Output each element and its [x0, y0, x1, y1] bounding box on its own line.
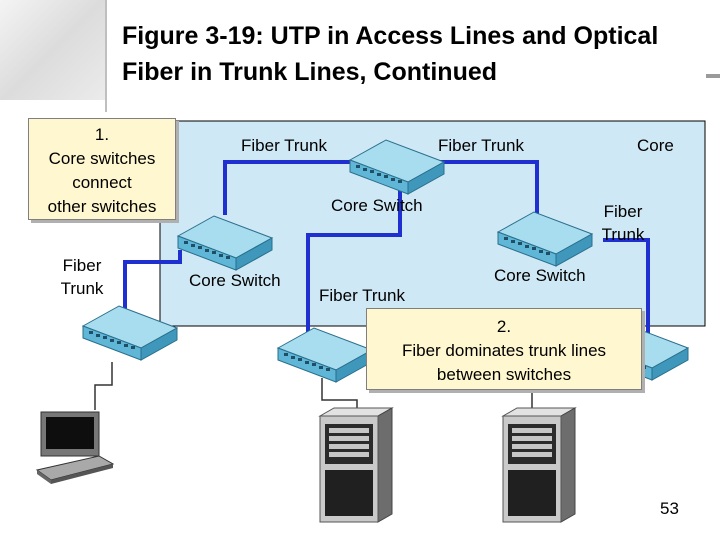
title-decoration [0, 0, 105, 100]
page-number: 53 [660, 499, 679, 518]
laptop-icon [36, 411, 114, 485]
utp-link [321, 378, 358, 412]
utp-link [94, 362, 113, 410]
fiber-link [306, 180, 402, 348]
switch-icon [277, 327, 373, 383]
fiber-link [123, 250, 182, 330]
server-icon [319, 407, 393, 523]
fiber-trunk-label: Fiber Trunk [60, 256, 104, 298]
server-icon [502, 407, 576, 523]
core-switch-label: Core Switch [189, 271, 281, 290]
fiber-link [603, 238, 650, 335]
fiber-trunk-label: Fiber Trunk [438, 136, 524, 155]
fiber-link [223, 160, 378, 215]
fiber-link [415, 160, 539, 222]
fiber-trunk-label: Fiber Trunk [319, 286, 405, 305]
callout-core-switches: 1. Core switches connect other switches [28, 118, 176, 220]
core-switch-label: Core Switch [331, 196, 423, 215]
fiber-trunk-label: Fiber Trunk [601, 202, 645, 244]
callout-fiber-trunks: 2. Fiber dominates trunk lines between s… [366, 308, 642, 390]
core-label: Core [637, 136, 674, 155]
edge-mark [706, 74, 720, 78]
core-switch-label: Core Switch [494, 266, 586, 285]
title-rule [105, 0, 107, 112]
fiber-trunk-label: Fiber Trunk [241, 136, 327, 155]
slide-title: Figure 3-19: UTP in Access Lines and Opt… [122, 22, 659, 86]
